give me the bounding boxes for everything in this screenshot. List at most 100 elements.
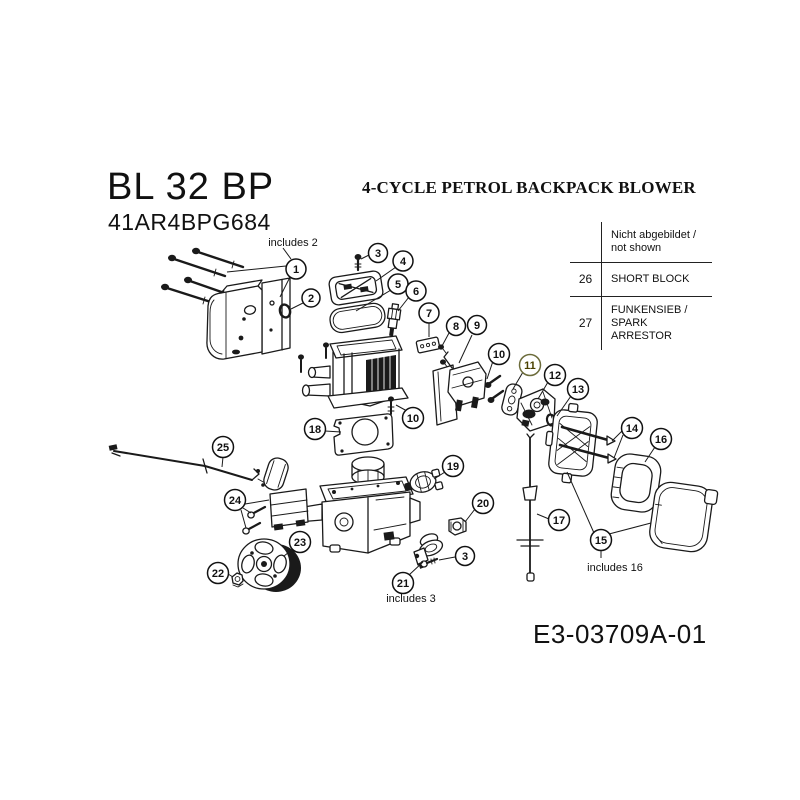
svg-text:4: 4 bbox=[400, 256, 407, 268]
svg-text:18: 18 bbox=[309, 424, 321, 436]
callout-16[interactable]: 16 bbox=[649, 427, 673, 451]
svg-text:10: 10 bbox=[407, 413, 419, 425]
spark-plug bbox=[386, 303, 402, 341]
product-title: 4-CYCLE PETROL BACKPACK BLOWER bbox=[362, 178, 696, 197]
callout-9[interactable]: 9 bbox=[466, 314, 488, 336]
callout-21[interactable]: 21 bbox=[391, 571, 415, 595]
callout-11-highlighted[interactable]: 11 bbox=[518, 353, 542, 377]
callout-14[interactable]: 14 bbox=[620, 416, 644, 440]
svg-text:5: 5 bbox=[395, 279, 401, 291]
note-includes-16: includes 16 bbox=[587, 562, 643, 574]
elbow-fitting bbox=[413, 533, 444, 569]
cylinder-base-screws bbox=[298, 342, 395, 415]
svg-text:8: 8 bbox=[453, 321, 459, 333]
callout-15[interactable]: 15 bbox=[589, 528, 613, 552]
svg-text:14: 14 bbox=[626, 423, 639, 435]
not-shown-header-line1: Nicht abgebildet / bbox=[611, 229, 696, 241]
callout-19[interactable]: 19 bbox=[441, 454, 465, 478]
callout-18[interactable]: 18 bbox=[303, 417, 327, 441]
svg-text:15: 15 bbox=[595, 535, 607, 547]
callout-3-top[interactable]: 3 bbox=[367, 242, 389, 264]
svg-text:1: 1 bbox=[293, 264, 299, 276]
head-cover-screw bbox=[354, 254, 362, 272]
callout-24[interactable]: 24 bbox=[223, 488, 247, 512]
fuel-fitting bbox=[448, 517, 467, 536]
row-description: SHORT BLOCK bbox=[601, 263, 712, 296]
callout-2[interactable]: 2 bbox=[301, 288, 321, 308]
note-includes-3: includes 3 bbox=[386, 593, 436, 605]
svg-text:21: 21 bbox=[397, 578, 409, 590]
row-desc-line2: SPARK ARRESTOR bbox=[611, 317, 672, 342]
svg-text:19: 19 bbox=[447, 461, 459, 473]
flywheel bbox=[237, 538, 301, 592]
svg-text:12: 12 bbox=[549, 370, 561, 382]
not-shown-table: Nicht abgebildet / not shown 26 SHORT BL… bbox=[570, 222, 712, 350]
svg-text:3: 3 bbox=[375, 248, 381, 260]
cylinder-block bbox=[301, 335, 409, 409]
crankcase-gasket bbox=[333, 413, 394, 456]
callout-13[interactable]: 13 bbox=[566, 377, 590, 401]
svg-text:23: 23 bbox=[294, 537, 306, 549]
callout-25[interactable]: 25 bbox=[211, 435, 235, 459]
not-shown-header-text: Nicht abgebildet / not shown bbox=[601, 222, 712, 262]
model-title: BL 32 BP bbox=[107, 166, 275, 208]
ignition-coil bbox=[443, 351, 487, 412]
svg-text:10: 10 bbox=[493, 349, 505, 361]
row-number: 26 bbox=[578, 272, 593, 286]
coil-screws bbox=[438, 344, 449, 369]
row-desc-line1: FUNKENSIEB / bbox=[611, 304, 688, 316]
carburetor-screws bbox=[484, 374, 505, 403]
callout-10-lower[interactable]: 10 bbox=[401, 406, 425, 430]
svg-text:7: 7 bbox=[426, 308, 432, 320]
choke-knob bbox=[404, 468, 444, 493]
callout-8[interactable]: 8 bbox=[445, 315, 467, 337]
air-filter-element bbox=[610, 453, 662, 513]
row-desc-line1: SHORT BLOCK bbox=[611, 273, 690, 285]
throttle-cable bbox=[108, 444, 266, 487]
head-gasket bbox=[329, 302, 386, 334]
row-number: 27 bbox=[578, 316, 593, 330]
exhaust-o-ring bbox=[278, 303, 292, 319]
carburetor bbox=[516, 388, 556, 432]
document-number: E3-03709A-01 bbox=[533, 619, 707, 649]
valve-cover bbox=[328, 270, 384, 306]
module-screws bbox=[242, 505, 267, 535]
svg-text:9: 9 bbox=[474, 320, 480, 332]
callout-12[interactable]: 12 bbox=[543, 363, 567, 387]
not-shown-header-line2: not shown bbox=[611, 242, 662, 254]
breaker-plate bbox=[415, 336, 441, 354]
callout-10-upper[interactable]: 10 bbox=[487, 342, 511, 366]
callout-1[interactable]: 1 bbox=[285, 258, 307, 280]
table-row-spark-arrestor[interactable]: 27 FUNKENSIEB / SPARK ARRESTOR bbox=[570, 296, 712, 350]
svg-text:25: 25 bbox=[217, 442, 229, 454]
callout-23[interactable]: 23 bbox=[288, 530, 312, 554]
callout-7[interactable]: 7 bbox=[418, 302, 440, 324]
callout-6[interactable]: 6 bbox=[405, 280, 427, 302]
svg-text:16: 16 bbox=[655, 434, 667, 446]
callout-20[interactable]: 20 bbox=[471, 491, 495, 515]
svg-text:13: 13 bbox=[572, 384, 584, 396]
throttle-rod bbox=[516, 433, 544, 582]
note-includes-2: includes 2 bbox=[268, 237, 318, 249]
flywheel-nut bbox=[231, 572, 244, 588]
row-description: FUNKENSIEB / SPARK ARRESTOR bbox=[601, 297, 712, 350]
table-row-short-block[interactable]: 26 SHORT BLOCK bbox=[570, 262, 712, 296]
leader-lines bbox=[221, 247, 656, 594]
not-shown-header-row: Nicht abgebildet / not shown bbox=[570, 222, 712, 262]
callout-22[interactable]: 22 bbox=[206, 561, 230, 585]
cover-screws bbox=[558, 425, 617, 464]
callout-17[interactable]: 17 bbox=[547, 508, 571, 532]
svg-text:2: 2 bbox=[308, 293, 314, 305]
crankcase bbox=[293, 456, 421, 554]
callout-5[interactable]: 5 bbox=[387, 273, 409, 295]
svg-text:20: 20 bbox=[477, 498, 489, 510]
model-code: 41AR4BPG684 bbox=[108, 209, 271, 235]
callout-4[interactable]: 4 bbox=[392, 250, 414, 272]
svg-text:6: 6 bbox=[413, 286, 419, 298]
callout-3-lower[interactable]: 3 bbox=[454, 545, 476, 567]
svg-text:3: 3 bbox=[462, 551, 468, 563]
ignition-module bbox=[263, 457, 309, 531]
air-filter-cover bbox=[649, 481, 719, 553]
svg-text:17: 17 bbox=[553, 515, 565, 527]
